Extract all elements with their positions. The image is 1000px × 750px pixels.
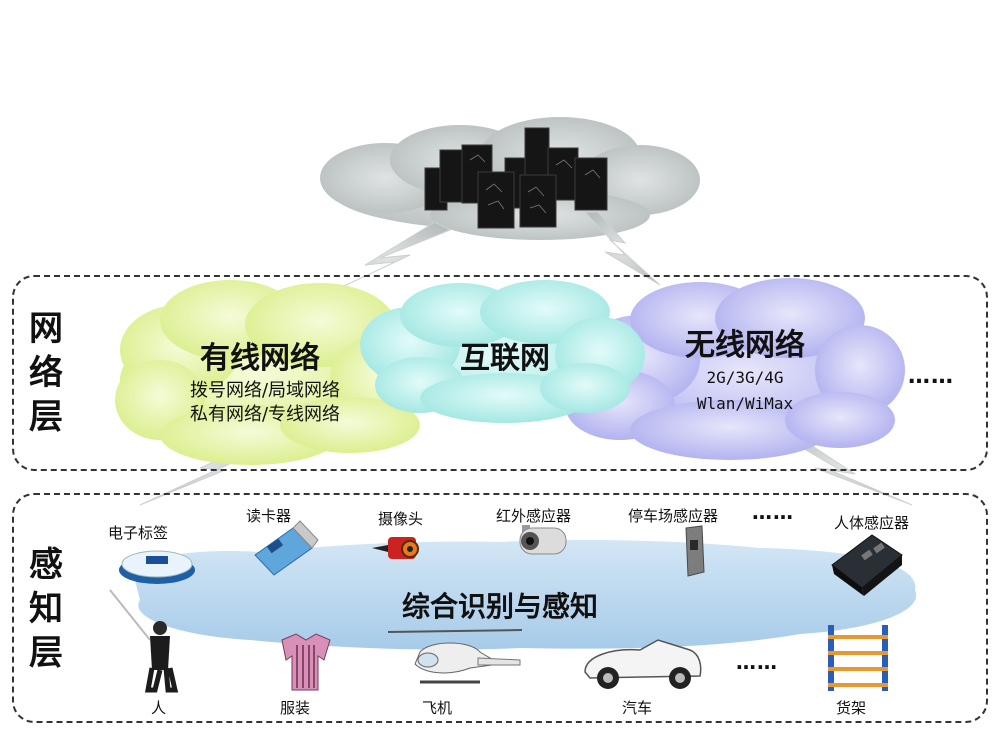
camera-icon [372, 537, 419, 559]
wired-network-line2: 私有网络/专线网络 [189, 404, 341, 425]
body-sensor-icon [831, 534, 903, 596]
infrared-camera-icon [519, 525, 567, 555]
label-rfid-tag: 电子标签 [108, 524, 169, 542]
wireless-network-title: 无线网络 [685, 328, 805, 363]
person-icon [109, 589, 179, 693]
parking-sensor-icon [685, 525, 705, 577]
wired-network-title: 有线网络 [200, 341, 320, 376]
perception-bottom-ellipsis: …… [736, 650, 778, 674]
label-parking-sensor: 停车场感应器 [628, 507, 719, 525]
perception-layer-title: 感知层 [29, 545, 63, 673]
wired-network-cloud [115, 280, 430, 465]
card-reader-icon [254, 520, 319, 576]
helicopter-icon [387, 629, 523, 684]
wireless-network-line2: Wlan/WiMax [696, 394, 794, 413]
network-layer-title: 网络层 [29, 309, 63, 437]
label-infrared-sensor: 红外感应器 [496, 507, 572, 525]
car-icon [584, 639, 702, 689]
wired-network-line1: 拨号网络/局域网络 [189, 380, 341, 401]
wireless-network-line1: 2G/3G/4G [706, 368, 784, 387]
shelf-icon [828, 625, 888, 691]
internet-cloud [360, 280, 645, 423]
perception-layer-box [12, 493, 988, 723]
network-layer-box [12, 275, 988, 471]
label-person: 人 [151, 699, 167, 717]
clothing-icon [281, 633, 331, 691]
label-camera: 摄像头 [378, 510, 424, 528]
label-shelf: 货架 [836, 699, 867, 717]
perception-top-ellipsis: …… [752, 500, 794, 524]
label-clothing: 服装 [280, 699, 311, 717]
server-cluster-icon [424, 127, 608, 229]
perception-cloud [134, 540, 917, 650]
label-aircraft: 飞机 [422, 699, 453, 717]
rfid-tag-icon [119, 550, 195, 584]
network-ellipsis: …… [908, 364, 954, 389]
label-body-sensor: 人体感应器 [834, 514, 910, 532]
label-card-reader: 读卡器 [246, 507, 292, 525]
perception-center-label: 综合识别与感知 [401, 590, 598, 623]
label-car: 汽车 [622, 699, 653, 717]
internet-title: 互联网 [460, 341, 550, 376]
